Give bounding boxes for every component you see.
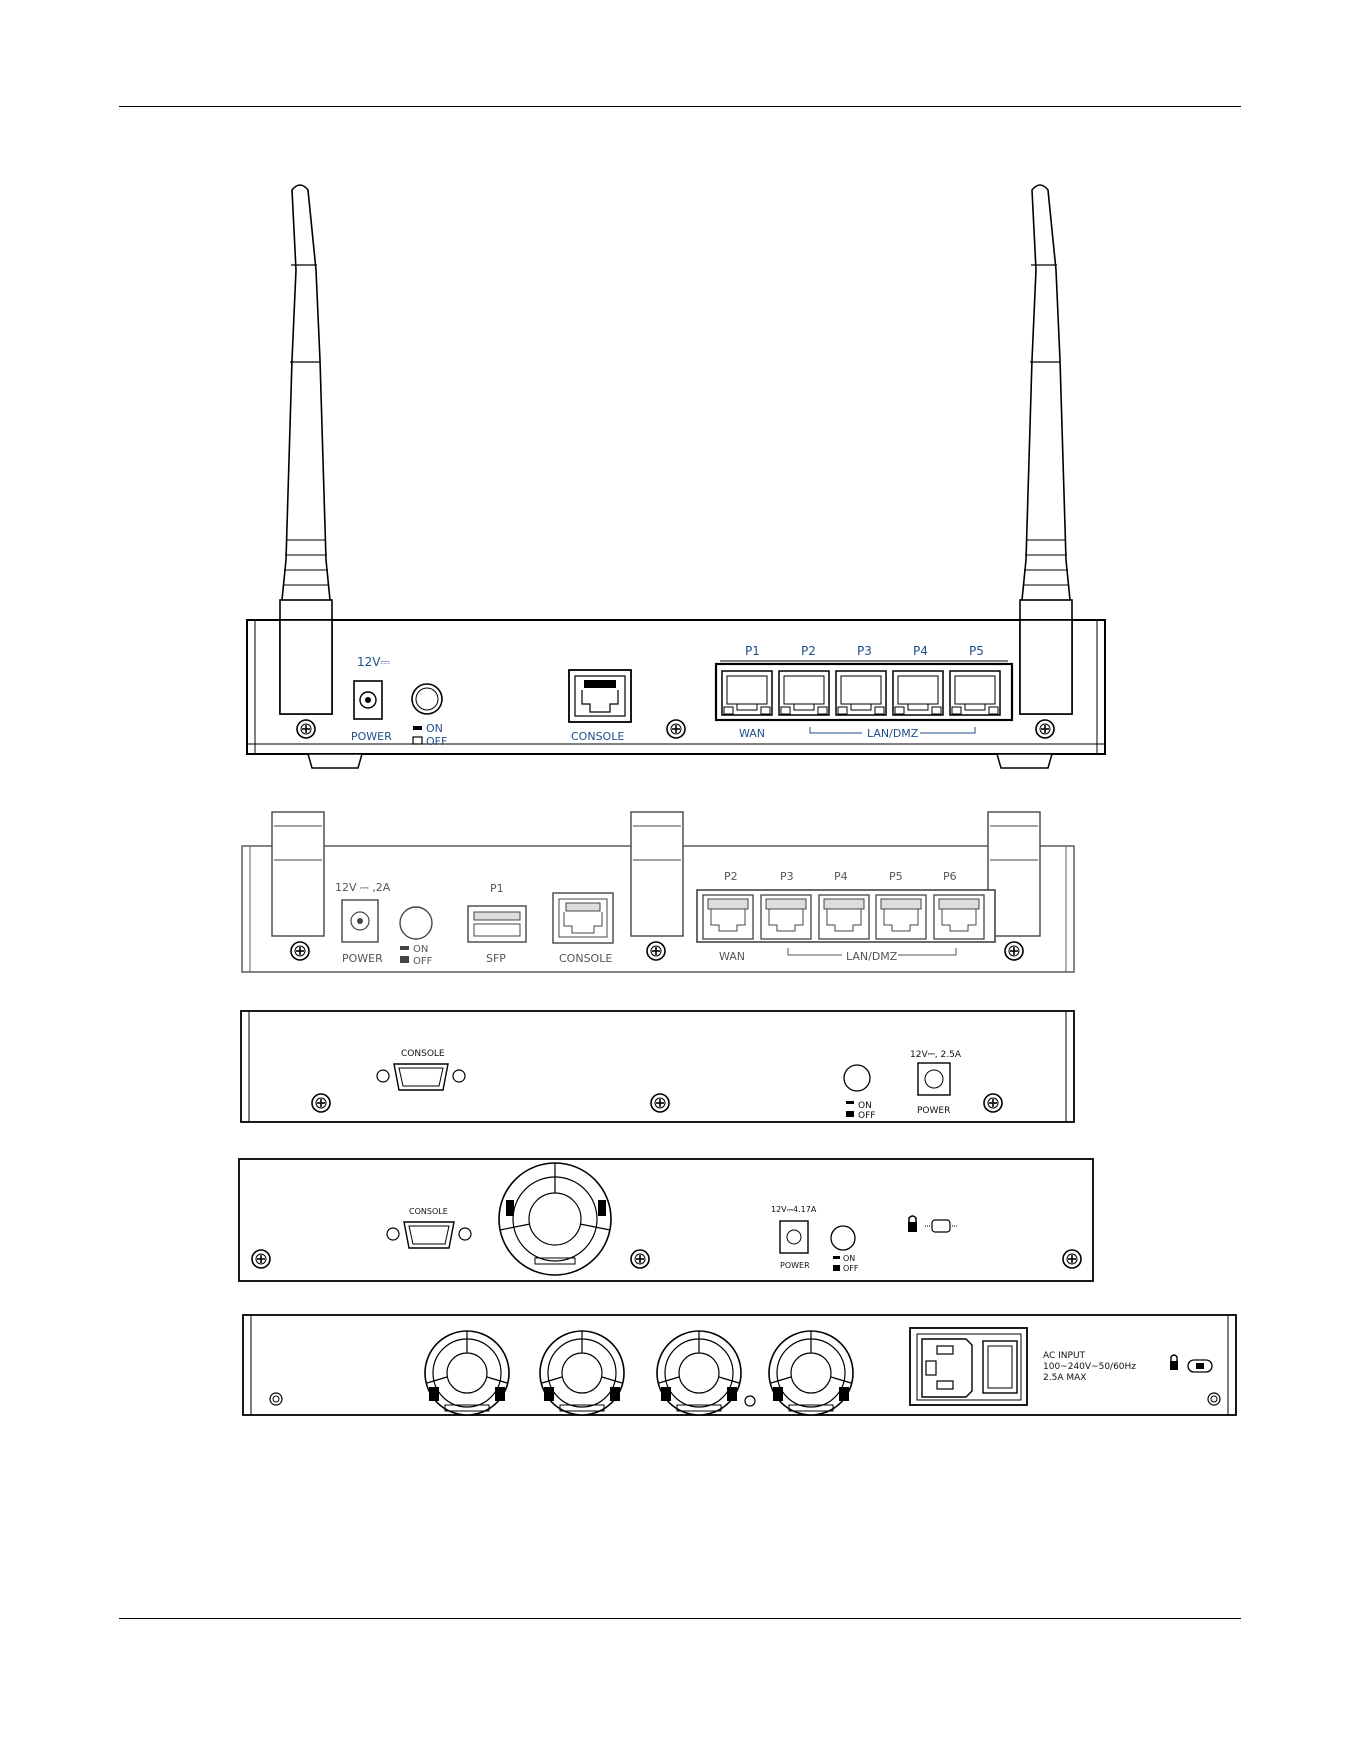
panel4-on-label: ON [843,1254,855,1263]
ac-range-label: 100~240V~50/60Hz [1043,1362,1136,1372]
panel1-power-rating: 12V⎓ [357,655,390,669]
ac-power-socket-icon [922,1339,972,1397]
db9-console-port-icon [377,1064,465,1090]
panel2-sfp-label: SFP [486,952,506,965]
panel1-lan-dmz-label: LAN/DMZ [867,727,919,740]
panel1-port-label: P1 [745,644,760,658]
panel-2-router-sfp: 12V ⎓ ,2A POWER ON OFF P1 SFP CONSOLE P2… [242,812,1074,972]
panel2-on-label: ON [413,944,428,955]
power-jack-icon [918,1063,950,1095]
panel2-port-label: P2 [724,870,738,883]
panel1-port-label: P2 [801,644,816,658]
panel-4-fan-unit: CONSOLE 12V⎓4.17A POWER ON OFF [239,1159,1093,1281]
panel3-power-label: POWER [917,1106,950,1116]
panel1-port-label: P4 [913,644,928,658]
panel2-port-label: P5 [889,870,903,883]
panel1-port-label: P3 [857,644,872,658]
panel1-power-label: POWER [351,730,392,743]
security-lock-icon [908,1216,957,1232]
panel1-off-label: OFF [426,735,447,748]
panel4-off-label: OFF [843,1264,859,1273]
console-port-icon [553,893,613,943]
panel3-power-rating: 12V⎓, 2.5A [910,1050,962,1060]
antenna-stub-icon [631,812,683,936]
power-switch-icon [844,1065,870,1091]
panel4-console-label: CONSOLE [409,1207,448,1216]
console-port-icon [569,670,631,722]
panel2-lan-dmz-label: LAN/DMZ [846,950,898,963]
panel3-off-label: OFF [858,1111,875,1121]
power-switch-icon [831,1226,855,1250]
panel2-power-label: POWER [342,952,383,965]
power-jack-icon [780,1221,808,1253]
fan-icon [769,1331,853,1415]
power-switch-icon [400,907,432,939]
panel2-power-rating: 12V ⎓ ,2A [335,881,391,894]
fan-icon [425,1331,509,1415]
antenna-stub-icon [272,812,324,936]
fan-icon [657,1331,741,1415]
panel-5-rackmount-unit: AC INPUT 100~240V~50/60Hz 2.5A MAX [243,1315,1236,1415]
panel2-wan-label: WAN [719,950,745,963]
panel1-wan-label: WAN [739,727,765,740]
ground-screw-icon [745,1396,755,1406]
fan-icon [540,1331,624,1415]
panel3-on-label: ON [858,1101,872,1111]
panel2-console-label: CONSOLE [559,952,612,965]
panel2-sfp-port-label: P1 [490,882,504,895]
panel1-on-label: ON [426,722,443,735]
panel3-console-label: CONSOLE [401,1049,445,1059]
panel1-console-label: CONSOLE [571,730,624,743]
panel-1-router-with-antennas: 12V⎓ POWER ON OFF CONSOLE P1 P2 P3 P4 P5… [247,185,1105,768]
panel4-power-rating: 12V⎓4.17A [771,1205,817,1214]
panel-3-desktop-unit: CONSOLE ON OFF 12V⎓, 2.5A POWER [241,1011,1074,1122]
panel2-off-label: OFF [413,956,433,967]
panel4-power-label: POWER [780,1261,810,1270]
db9-console-port-icon [387,1222,471,1248]
ac-max-label: 2.5A MAX [1043,1373,1086,1383]
security-lock-icon [1170,1355,1212,1372]
panel2-port-label: P3 [780,870,794,883]
fan-icon [499,1163,611,1275]
panel2-port-label: P6 [943,870,957,883]
ac-input-label: AC INPUT [1043,1351,1086,1361]
panel1-port-label: P5 [969,644,984,658]
panel2-port-label: P4 [834,870,848,883]
